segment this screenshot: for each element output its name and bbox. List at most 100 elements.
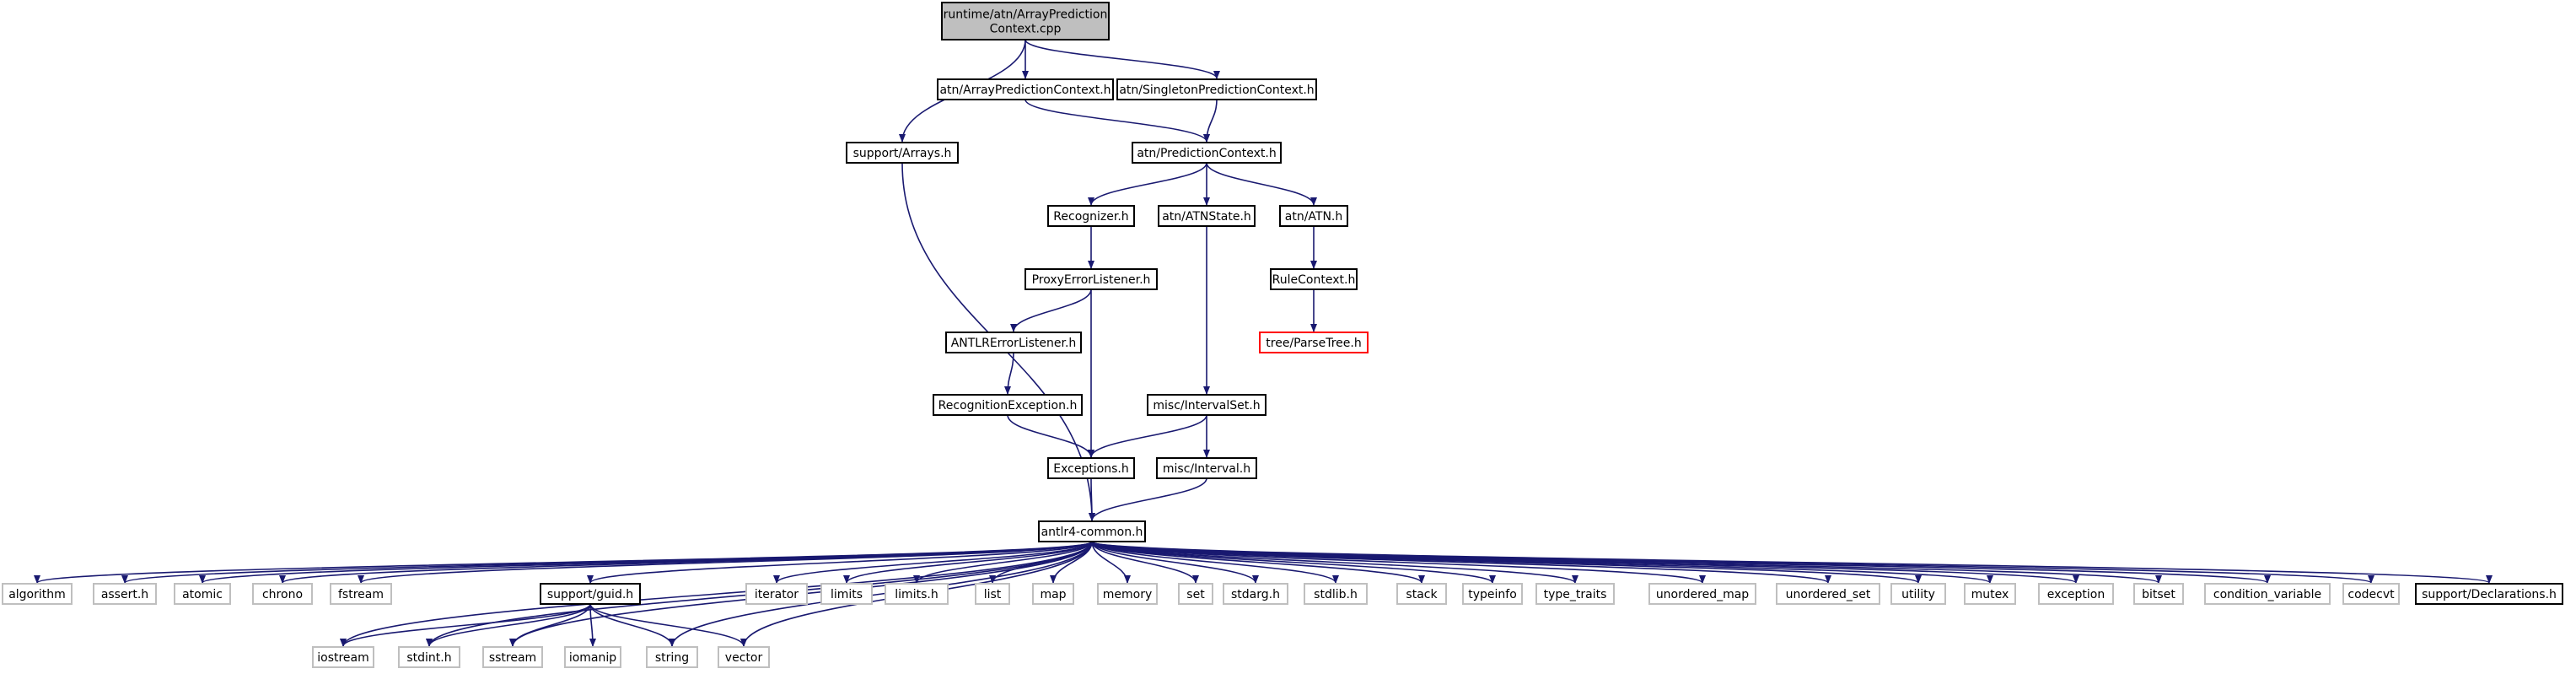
- node-utility[interactable]: utility: [1890, 583, 1946, 605]
- node-box: [2038, 583, 2114, 605]
- node-sstream[interactable]: sstream: [482, 646, 543, 668]
- edge-common_h-to-stdlib_h: [1091, 541, 1339, 584]
- node-box: [1279, 205, 1348, 227]
- node-intervalset-h[interactable]: misc/IntervalSet.h: [1147, 394, 1266, 416]
- node-algorithm[interactable]: algorithm: [2, 583, 73, 605]
- edge-guid_h-to-sstream: [509, 603, 591, 647]
- node-label: sstream: [489, 651, 536, 665]
- node-box: [93, 583, 157, 605]
- edge-predctx_h-to-atn_h: [1206, 162, 1317, 206]
- edge-antlrerr_h-to-recogexc_h: [1004, 352, 1014, 395]
- node-predctx-h[interactable]: atn/PredictionContext.h: [1132, 142, 1282, 164]
- node-unordered-map[interactable]: unordered_map: [1648, 583, 1756, 605]
- node-box: [1223, 583, 1288, 605]
- node-proxyerr-h[interactable]: ProxyErrorListener.h: [1024, 268, 1158, 290]
- node-label: limits.h: [895, 588, 938, 601]
- node-label: condition_variable: [2213, 588, 2321, 601]
- node-limits-h[interactable]: limits.h: [885, 583, 949, 605]
- node-declarations-h[interactable]: support/Declarations.h: [2415, 583, 2563, 605]
- node-label: iomanip: [569, 651, 616, 665]
- node-label: antlr4-common.h: [1041, 526, 1143, 539]
- node-label: atn/ATNState.h: [1162, 210, 1251, 224]
- edge-common_h-to-exception: [1091, 541, 2079, 584]
- node-guid-h[interactable]: support/guid.h: [540, 583, 641, 605]
- node-label: RecognitionException.h: [938, 399, 1078, 412]
- node-label: unordered_map: [1656, 588, 1749, 601]
- node-list[interactable]: list: [975, 583, 1010, 605]
- node-atomic[interactable]: atomic: [174, 583, 231, 605]
- node-recogexc-h[interactable]: RecognitionException.h: [933, 394, 1083, 416]
- node-arraypredctx-h[interactable]: atn/ArrayPredictionContext.h: [937, 78, 1114, 100]
- node-box: [1178, 583, 1213, 605]
- node-label: support/Arrays.h: [853, 147, 952, 160]
- node-string[interactable]: string: [646, 646, 698, 668]
- node-box: [482, 646, 543, 668]
- node-label: atn/PredictionContext.h: [1137, 147, 1276, 160]
- node-box: [252, 583, 313, 605]
- node-stdlib-h[interactable]: stdlib.h: [1304, 583, 1368, 605]
- node-iomanip[interactable]: iomanip: [564, 646, 621, 668]
- node-box: [330, 583, 392, 605]
- node-chrono[interactable]: chrono: [252, 583, 313, 605]
- node-box: [2133, 583, 2184, 605]
- node-arrays-h[interactable]: support/Arrays.h: [846, 142, 959, 164]
- node-codecvt[interactable]: codecvt: [2342, 583, 2400, 605]
- node-box: [718, 646, 770, 668]
- node-box: [2415, 583, 2563, 605]
- edge-common_h-to-string: [669, 541, 1093, 647]
- node-stdint-h[interactable]: stdint.h: [398, 646, 460, 668]
- node-condition-variable[interactable]: condition_variable: [2204, 583, 2331, 605]
- node-rulecontext-h[interactable]: RuleContext.h: [1270, 268, 1358, 290]
- node-box: [1776, 583, 1880, 605]
- edge-guid_h-to-stdint_h: [426, 603, 591, 647]
- node-common-h[interactable]: antlr4-common.h: [1038, 520, 1146, 542]
- node-mutex[interactable]: mutex: [1964, 583, 2016, 605]
- edge-singletonpredctx_h-to-predctx_h: [1203, 99, 1218, 143]
- node-stdarg-h[interactable]: stdarg.h: [1223, 583, 1288, 605]
- node-stack[interactable]: stack: [1396, 583, 1447, 605]
- node-interval-h[interactable]: misc/Interval.h: [1156, 457, 1257, 479]
- node-box: [398, 646, 460, 668]
- node-typeinfo[interactable]: typeinfo: [1462, 583, 1523, 605]
- node-box: [1259, 332, 1369, 353]
- node-limits[interactable]: limits: [820, 583, 873, 605]
- node-memory[interactable]: memory: [1097, 583, 1158, 605]
- node-recognizer-h[interactable]: Recognizer.h: [1047, 205, 1135, 227]
- node-atn-h[interactable]: atn/ATN.h: [1279, 205, 1348, 227]
- node-set[interactable]: set: [1178, 583, 1213, 605]
- node-box: [646, 646, 698, 668]
- edge-guid_h-to-vector: [589, 603, 747, 647]
- node-exceptions-h[interactable]: Exceptions.h: [1047, 457, 1135, 479]
- node-box: [933, 394, 1083, 416]
- node-unordered-set[interactable]: unordered_set: [1776, 583, 1880, 605]
- node-label: support/Declarations.h: [2422, 588, 2557, 601]
- node-antlrerr-h[interactable]: ANTLRErrorListener.h: [945, 332, 1082, 353]
- node-box: [1147, 394, 1266, 416]
- node-box: [1158, 205, 1256, 227]
- edge-common_h-to-memory: [1091, 541, 1131, 584]
- edge-common_h-to-declarations_h: [1091, 541, 2493, 584]
- edge-guid_h-to-iostream: [340, 603, 591, 647]
- node-bitset[interactable]: bitset: [2133, 583, 2184, 605]
- node-iostream[interactable]: iostream: [312, 646, 374, 668]
- edge-intervalset_h-to-exceptions_h: [1088, 414, 1207, 458]
- node-label: atn/SingletonPredictionContext.h: [1119, 84, 1314, 97]
- node-box: [312, 646, 374, 668]
- node-assert-h[interactable]: assert.h: [93, 583, 157, 605]
- node-box: [1304, 583, 1368, 605]
- node-box: [945, 332, 1082, 353]
- node-vector[interactable]: vector: [718, 646, 770, 668]
- node-map[interactable]: map: [1032, 583, 1074, 605]
- node-exception[interactable]: exception: [2038, 583, 2114, 605]
- node-iterator[interactable]: iterator: [745, 583, 808, 605]
- node-box: [2342, 583, 2400, 605]
- node-atnstate-h[interactable]: atn/ATNState.h: [1158, 205, 1256, 227]
- node-fstream[interactable]: fstream: [330, 583, 392, 605]
- node-singletonpredctx-h[interactable]: atn/SingletonPredictionContext.h: [1116, 78, 1317, 100]
- node-label: atomic: [182, 588, 223, 601]
- node-label: Recognizer.h: [1053, 210, 1128, 224]
- node-type-traits[interactable]: type_traits: [1535, 583, 1615, 605]
- node-parsetree-h[interactable]: tree/ParseTree.h: [1259, 332, 1369, 353]
- node-label: Context.cpp: [990, 23, 1062, 36]
- node-box: [1132, 142, 1282, 164]
